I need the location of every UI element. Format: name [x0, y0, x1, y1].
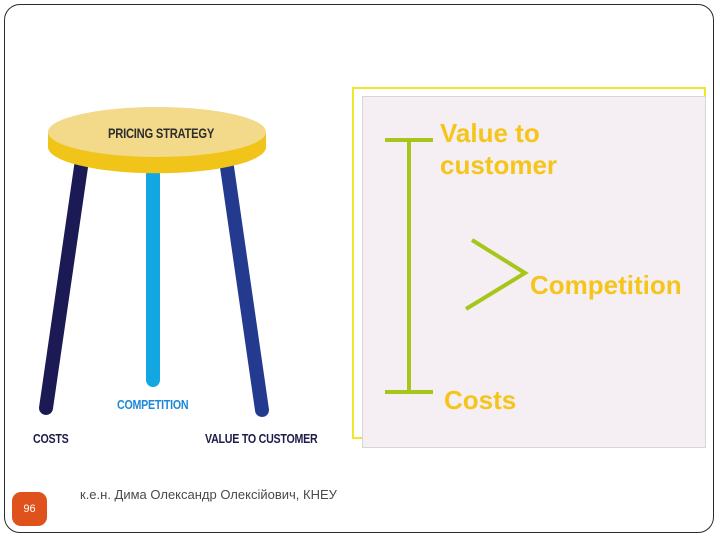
author-credit: к.е.н. Дима Олександр Олексійович, КНЕУ [80, 487, 337, 502]
stool-seat-top [48, 107, 266, 157]
value-to-customer-label: Value to customer [440, 118, 558, 180]
diagram-panel [362, 96, 706, 448]
leg-label-costs: COSTS [33, 431, 69, 446]
competition-label: Competition [530, 270, 682, 300]
stool-leg-value [219, 153, 269, 417]
seat-label: PRICING STRATEGY [108, 125, 215, 141]
stool-illustration [39, 107, 269, 417]
stool-leg-costs [39, 153, 89, 415]
chevron-marker [464, 238, 529, 311]
slide-frame [4, 4, 714, 533]
costs-label: Costs [444, 385, 517, 415]
leg-label-value: VALUE TO CUSTOMER [205, 431, 318, 446]
leg-label-competition: COMPETITION [117, 397, 189, 412]
page-number-badge: 96 [12, 492, 47, 526]
